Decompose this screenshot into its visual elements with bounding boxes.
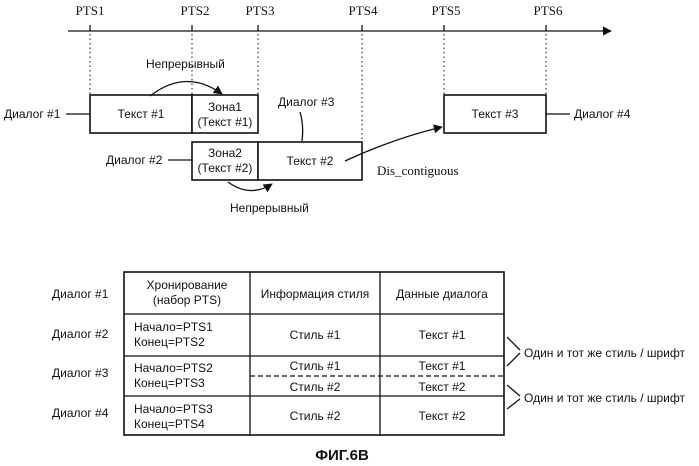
table-cell-r2-style: Стиль #1	[290, 328, 341, 342]
table-row-label-1: Диалог #1	[52, 287, 109, 301]
dialog3-leader	[300, 112, 303, 141]
dialog2-label: Диалог #2	[106, 153, 163, 167]
dialog-table: Диалог #1 Диалог #2 Диалог #3 Диалог #4 …	[52, 272, 685, 435]
pts6-label: PTS6	[534, 3, 563, 18]
table-header-timing: Хронирование	[147, 278, 228, 292]
table-row-label-4: Диалог #4	[52, 406, 109, 420]
table-cell-r2-start: Начало=PTS1	[134, 320, 213, 334]
zone1-title: Зона1	[208, 100, 242, 114]
dialog3-label: Диалог #3	[278, 95, 335, 109]
table-cell-r3-start: Начало=PTS2	[134, 361, 213, 375]
table-cell-r2-end: Конец=PTS2	[134, 335, 205, 349]
continuous-bottom-arrow	[228, 182, 272, 191]
dialog2-text: Текст #2	[287, 154, 334, 168]
table-header-data: Данные диалога	[396, 287, 488, 301]
brace1-arrow-lower	[507, 353, 520, 366]
pts2-label: PTS2	[181, 3, 210, 18]
zone2-title: Зона2	[208, 146, 242, 160]
zone2-subtitle: (Текст #2)	[198, 161, 253, 175]
table-cell-r4-start: Начало=PTS3	[134, 402, 213, 416]
dialog1-text: Текст #1	[118, 107, 165, 121]
pts4-label: PTS4	[349, 3, 378, 18]
continuous-top-arrow	[150, 81, 222, 96]
continuous-top-label: Непрерывный	[146, 57, 225, 71]
table-cell-r4-end: Конец=PTS4	[134, 417, 205, 431]
table-row-label-3: Диалог #3	[52, 366, 109, 380]
brace2-arrow-upper	[507, 385, 520, 396]
brace2-arrow-lower	[507, 399, 520, 409]
dialog4-text: Текст #3	[472, 107, 519, 121]
table-cell-r3-style-b: Стиль #2	[290, 380, 341, 394]
brace1-arrow-upper	[507, 337, 520, 350]
dis-contiguous-label: Dis_contiguous	[377, 163, 459, 178]
continuous-bottom-label: Непрерывный	[230, 201, 309, 215]
pts5-label: PTS5	[432, 3, 461, 18]
table-header-timing-sub: (набор PTS)	[153, 293, 221, 307]
table-row-label-2: Диалог #2	[52, 327, 109, 341]
table-cell-r3-data-a: Текст #1	[419, 359, 466, 373]
dialog-diagram: Диалог #1 Текст #1 Зона1 (Текст #1) Зона…	[4, 57, 631, 215]
dialog4-label: Диалог #4	[574, 107, 631, 121]
table-cell-r4-data: Текст #2	[419, 409, 466, 423]
table-cell-r3-data-b: Текст #2	[419, 380, 466, 394]
brace2-note: Один и тот же стиль / шрифт	[524, 391, 685, 405]
dialog1-label: Диалог #1	[4, 107, 61, 121]
brace1-note: Один и тот же стиль / шрифт	[524, 346, 685, 360]
table-cell-r3-style-a: Стиль #1	[290, 359, 341, 373]
table-cell-r3-end: Конец=PTS3	[134, 376, 205, 390]
table-cell-r2-data: Текст #1	[419, 328, 466, 342]
table-cell-r4-style: Стиль #2	[290, 409, 341, 423]
pts3-label: PTS3	[246, 3, 275, 18]
pts1-label: PTS1	[76, 3, 105, 18]
table-header-style: Информация стиля	[261, 287, 370, 301]
zone1-subtitle: (Текст #1)	[198, 115, 253, 129]
figure-caption: ФИГ.6B	[315, 447, 369, 464]
